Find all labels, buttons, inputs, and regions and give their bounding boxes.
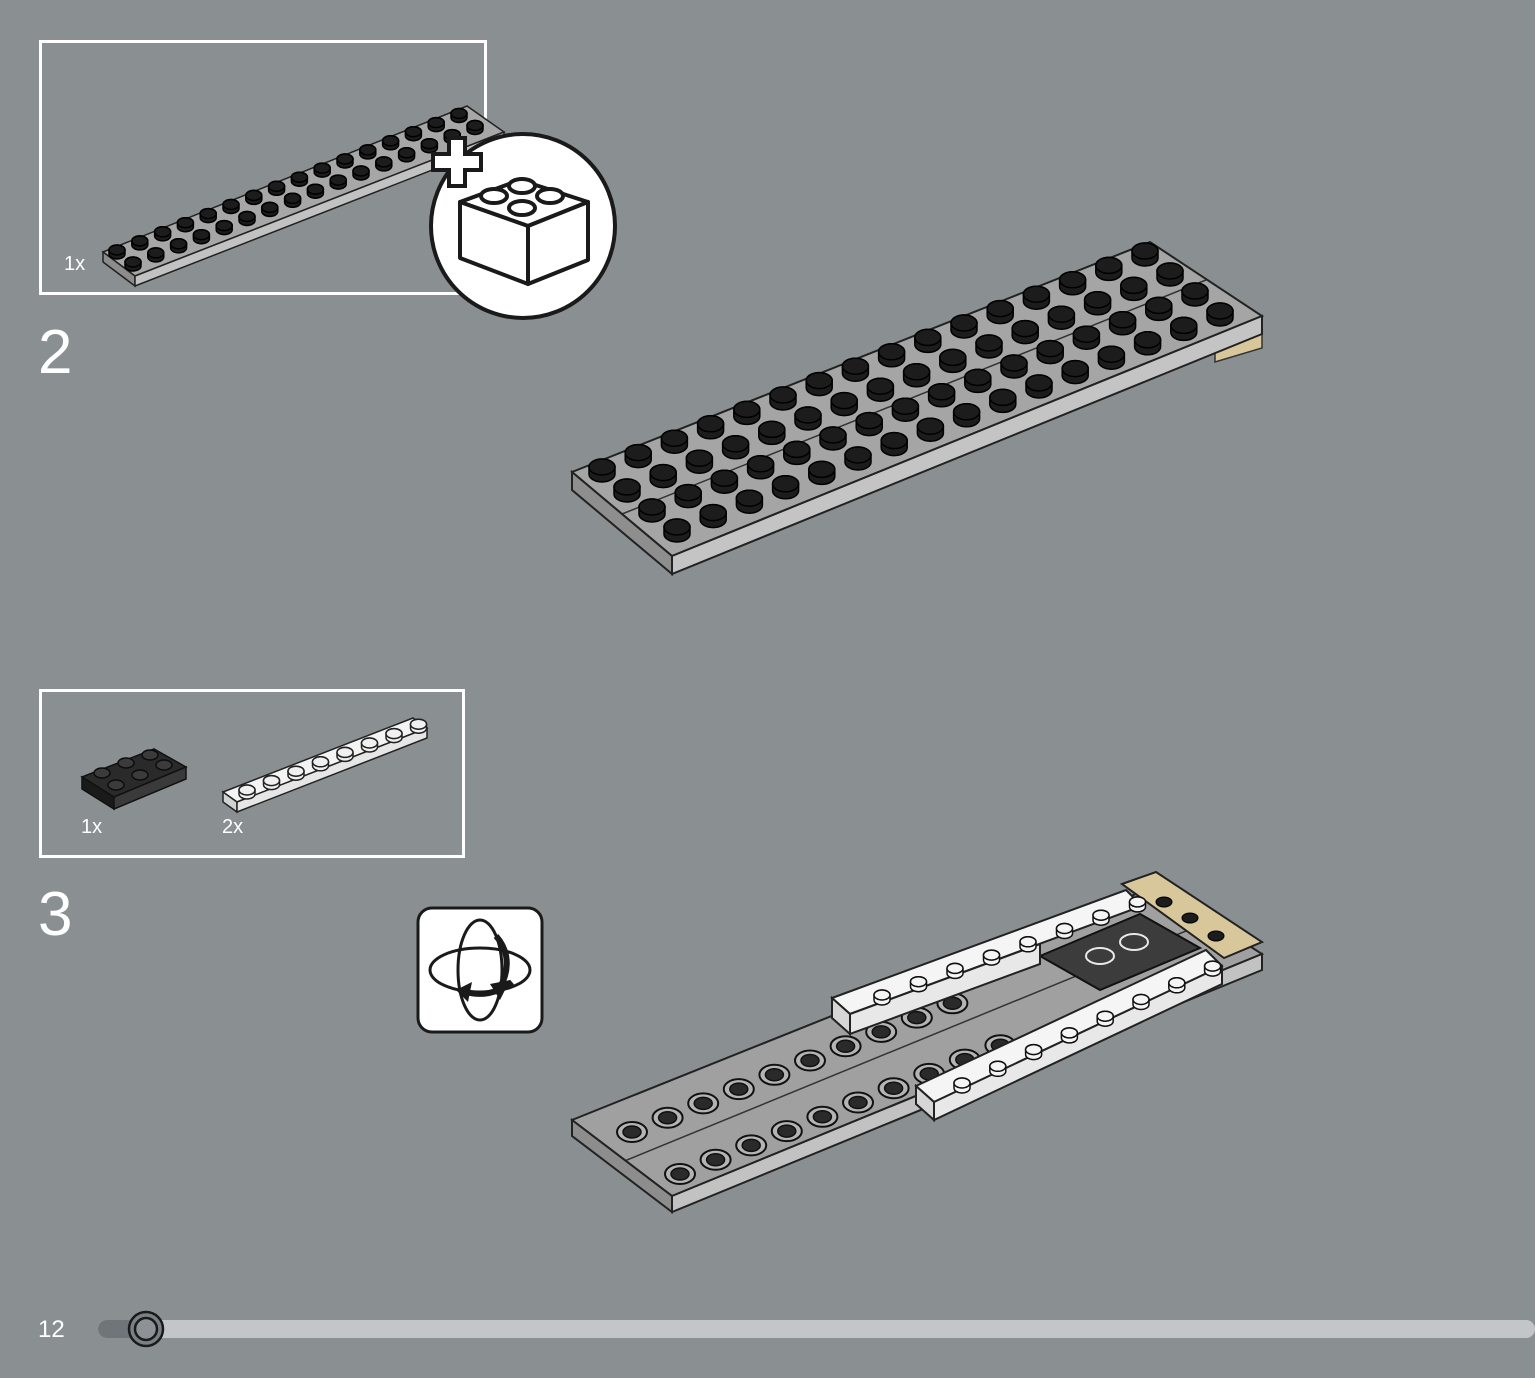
page-number: 12	[38, 1316, 65, 1343]
step-3-assembly	[569, 870, 1265, 1215]
step-3-parts-box: 1x 2x	[39, 689, 465, 858]
part-qty-2x3: 1x	[81, 816, 103, 838]
part-qty-1x8: 2x	[222, 816, 244, 838]
plate-2x3-black-part	[80, 748, 188, 811]
step-2-parts-box: 1x	[39, 40, 506, 295]
part-qty-2x16: 1x	[64, 253, 86, 275]
plate-1x8-white-part	[221, 717, 429, 814]
step-2-number: 2	[38, 318, 73, 387]
rotate-model-icon	[416, 906, 544, 1034]
add-brick-icon	[429, 132, 617, 320]
progress-bar	[98, 1310, 1535, 1348]
step-3-number: 3	[38, 880, 73, 949]
step-2-assembly	[570, 240, 1265, 577]
plate-2x16-gray-part	[101, 105, 506, 288]
